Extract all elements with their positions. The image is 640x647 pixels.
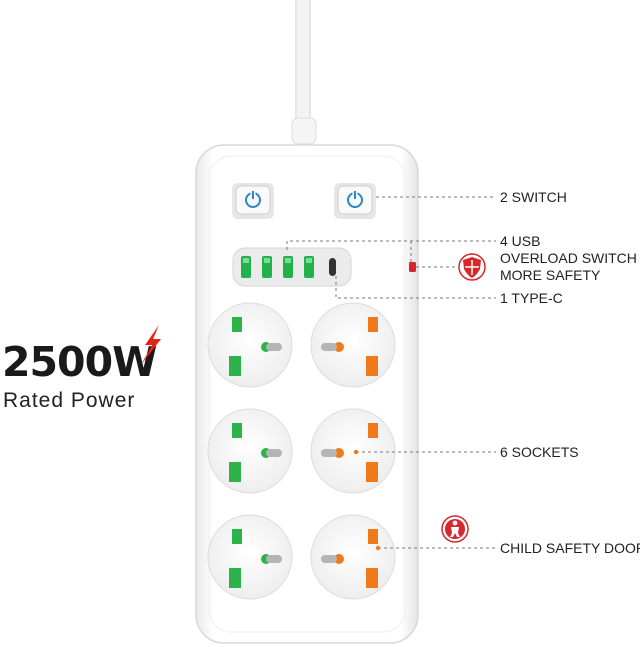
callout-overload-line2: MORE SAFETY xyxy=(500,267,601,283)
callout-overload-line1: OVERLOAD SWITCH xyxy=(500,250,637,266)
callout-typec: 1 TYPE-C xyxy=(500,290,563,306)
callout-usb: 4 USB xyxy=(500,233,541,249)
callout-switch: 2 SWITCH xyxy=(500,189,567,205)
callout-child-safety: CHILD SAFETY DOOR xyxy=(500,540,640,556)
callout-sockets: 6 SOCKETS xyxy=(500,444,579,460)
rated-power-label: Rated Power xyxy=(3,389,136,412)
switch-left xyxy=(232,183,274,219)
lightning-bolt-icon xyxy=(141,325,161,365)
child-safety-icon xyxy=(441,515,469,543)
power-rating: 2500W xyxy=(2,338,157,386)
switch-right xyxy=(334,183,376,219)
shield-icon xyxy=(458,253,486,281)
